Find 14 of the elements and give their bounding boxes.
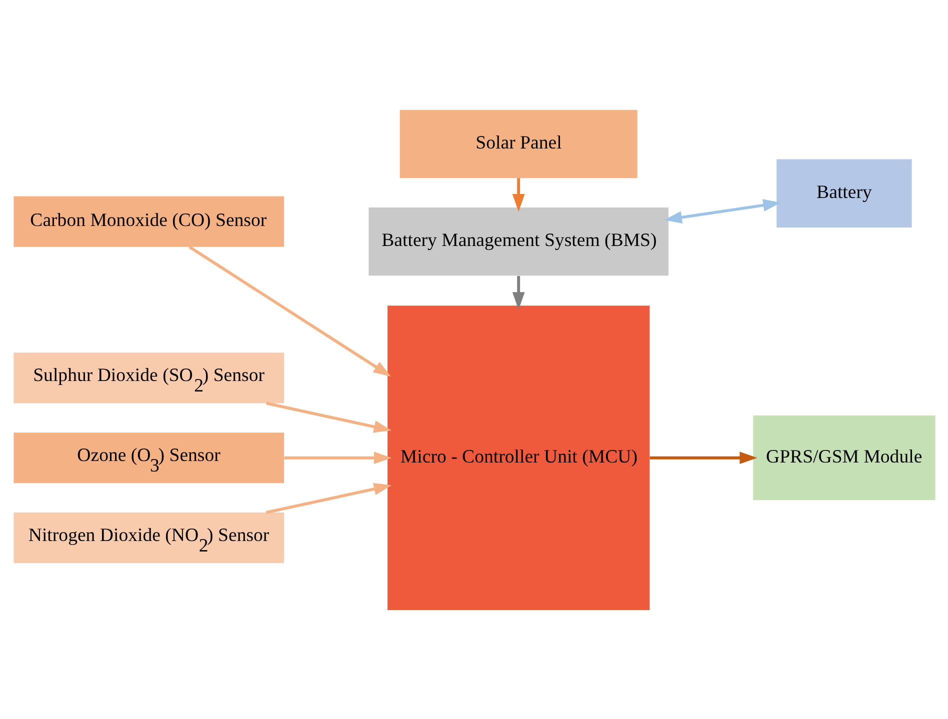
arrow	[265, 401, 392, 432]
arrow	[284, 451, 392, 464]
node-box: Micro - Controller Unit (MCU)	[387, 305, 650, 610]
arrow	[265, 482, 392, 514]
node-box: GPRS/GSM Module	[752, 415, 935, 500]
node-box: Battery Management System (BMS)	[368, 206, 668, 276]
arrow	[512, 178, 524, 212]
arrow	[512, 275, 524, 310]
arrow	[188, 245, 391, 376]
arrow	[649, 451, 757, 464]
arrow	[664, 198, 780, 224]
node-box: Solar Panel	[399, 109, 637, 178]
node-box: Carbon Monoxide (CO) Sensor	[13, 196, 284, 246]
node-box: Battery	[776, 158, 912, 227]
